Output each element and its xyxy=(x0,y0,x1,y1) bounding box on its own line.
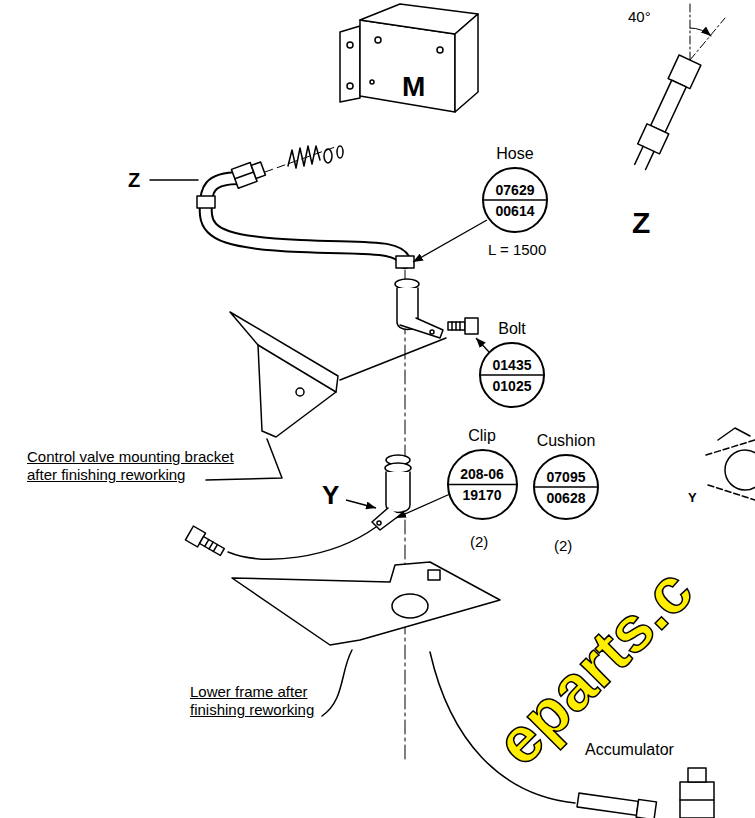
part-number-circle: Cushion0709500628 xyxy=(533,454,599,520)
dimension-label: L = 1500 xyxy=(488,241,546,259)
part-name: Clip xyxy=(468,427,496,445)
dimension-label: (2) xyxy=(554,537,572,555)
part-number: 208-06 xyxy=(460,466,504,482)
circle-outline xyxy=(479,342,545,408)
circle-outline xyxy=(447,449,518,520)
part-number: 07095 xyxy=(547,469,586,485)
part-number: 19170 xyxy=(463,487,502,503)
dimension-label: Accumulator xyxy=(585,740,674,759)
view-letter: Z xyxy=(632,205,650,241)
dimension-label: (2) xyxy=(470,533,488,551)
part-number: 07629 xyxy=(496,182,535,198)
part-name: Hose xyxy=(496,145,533,163)
circle-outline xyxy=(533,454,599,520)
part-note: Lower frame after finishing reworking xyxy=(190,683,340,719)
part-number-circle: Clip208-0619170 xyxy=(447,449,518,520)
part-name: Bolt xyxy=(498,320,526,338)
part-number: 00614 xyxy=(496,203,535,219)
view-letter: Z xyxy=(128,168,140,192)
dimension-label: 40° xyxy=(628,8,651,26)
part-note: Control valve mounting bracket after fin… xyxy=(27,448,252,484)
view-letter: Y xyxy=(322,480,339,511)
part-name: Cushion xyxy=(537,432,596,450)
part-number-circle: Hose0762900614 xyxy=(482,167,548,233)
part-number: 01435 xyxy=(493,357,532,373)
part-number-circle: Bolt0143501025 xyxy=(479,342,545,408)
view-letter: M xyxy=(402,70,425,104)
part-number: 01025 xyxy=(493,378,532,394)
view-letter: Y xyxy=(688,490,697,506)
circle-outline xyxy=(482,167,548,233)
part-number: 00628 xyxy=(547,490,586,506)
